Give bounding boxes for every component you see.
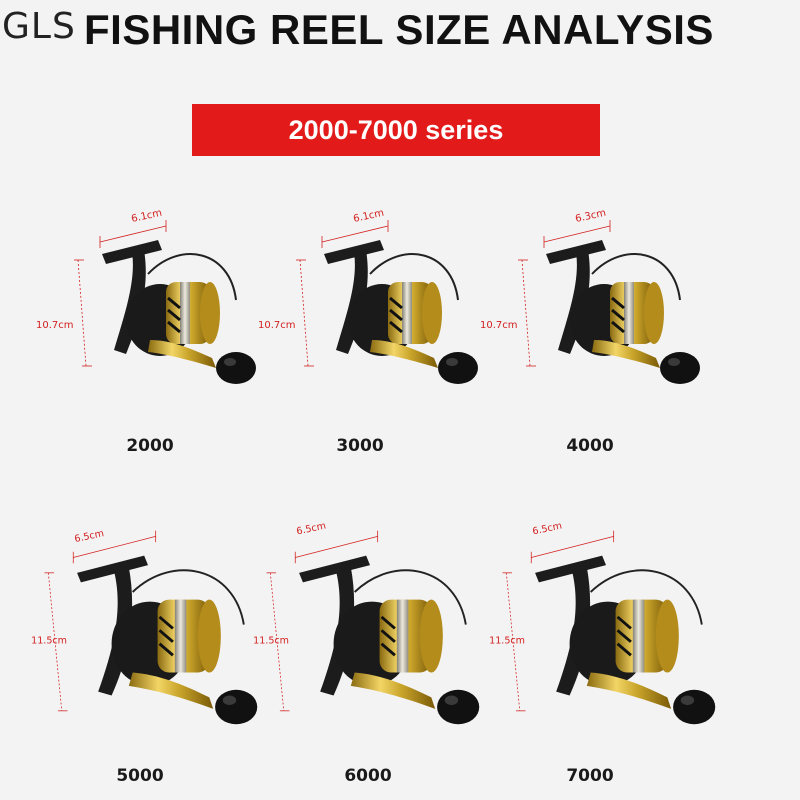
reel-illustration: 6.1cm 10.7cm: [36, 208, 258, 386]
reel-item-5000: 6.5cm 11.5cm: [28, 500, 268, 740]
series-banner: 2000-7000 series: [192, 104, 600, 156]
reel-model-label: 7000: [566, 766, 614, 786]
reel-model-label: 5000: [116, 766, 164, 786]
reel-height-label: 10.7cm: [258, 320, 296, 331]
reel-model-label: 3000: [336, 436, 384, 456]
reel-item-7000: 6.5cm 11.5cm: [486, 500, 726, 740]
page-title: FISHING REEL SIZE ANALYSIS: [84, 6, 714, 53]
reel-item-6000: 6.5cm 11.5cm: [250, 500, 490, 740]
reel-width-label: 6.5cm: [296, 520, 327, 537]
reel-height-label: 11.5cm: [31, 636, 67, 647]
reel-illustration: 6.1cm 10.7cm: [258, 208, 480, 386]
reel-width-label: 6.5cm: [74, 528, 105, 545]
brand-logo: GLS: [2, 6, 76, 47]
reel-illustration: 6.3cm 10.7cm: [480, 208, 702, 386]
reel-width-label: 6.3cm: [574, 208, 607, 225]
reel-model-label: 6000: [344, 766, 392, 786]
reel-item-2000: 6.1cm 10.7cm: [36, 190, 280, 430]
reel-illustration: 6.5cm 11.5cm: [253, 520, 481, 726]
reel-illustration: 6.5cm 11.5cm: [489, 520, 717, 726]
reel-height-label: 10.7cm: [480, 320, 518, 331]
reel-height-label: 10.7cm: [36, 320, 74, 331]
reel-model-label: 2000: [126, 436, 174, 456]
reel-width-label: 6.5cm: [532, 520, 563, 537]
reel-width-label: 6.1cm: [352, 208, 385, 225]
reel-width-label: 6.1cm: [130, 208, 163, 225]
reel-height-label: 11.5cm: [489, 636, 525, 647]
reel-item-3000: 6.1cm 10.7cm: [258, 190, 502, 430]
reel-item-4000: 6.3cm 10.7cm: [480, 190, 724, 430]
reel-model-label: 4000: [566, 436, 614, 456]
reel-height-label: 11.5cm: [253, 636, 289, 647]
reel-illustration: 6.5cm 11.5cm: [31, 528, 259, 726]
